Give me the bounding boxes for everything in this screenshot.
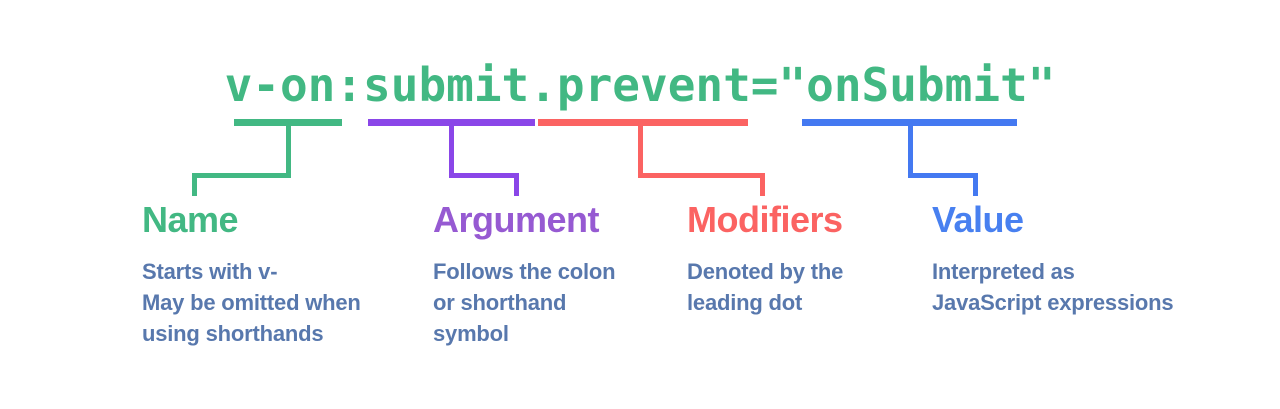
- name-connector-segment: [286, 126, 291, 178]
- value-description: Interpreted as JavaScript expressions: [932, 259, 1174, 315]
- modifiers-description: Denoted by the leading dot: [687, 259, 844, 315]
- modifiers-connector-segment: [760, 178, 765, 196]
- modifiers-connector-segment: [638, 126, 643, 178]
- value-connector-segment: [973, 178, 978, 196]
- value-underline-bar: [802, 119, 1017, 126]
- name-connector-segment: [192, 173, 291, 178]
- directive-code-text: v-on:submit.prevent="onSubmit": [224, 58, 1056, 112]
- argument-label: Argument: [433, 199, 600, 240]
- argument-connector-segment: [449, 173, 519, 178]
- name-underline-bar: [234, 119, 342, 126]
- modifiers-underline-bar: [538, 119, 748, 126]
- value-connector-segment: [908, 173, 978, 178]
- name-description: Starts with v- May be omitted when using…: [142, 259, 361, 346]
- modifiers-label: Modifiers: [687, 199, 843, 240]
- argument-underline-bar: [368, 119, 535, 126]
- name-label: Name: [142, 199, 239, 240]
- modifiers-connector-segment: [638, 173, 765, 178]
- argument-connector-segment: [514, 178, 519, 196]
- name-connector-segment: [192, 178, 197, 196]
- argument-connector-segment: [449, 126, 454, 178]
- argument-description: Follows the colon or shorthand symbol: [433, 259, 616, 346]
- value-connector-segment: [908, 126, 913, 178]
- value-label: Value: [932, 199, 1024, 240]
